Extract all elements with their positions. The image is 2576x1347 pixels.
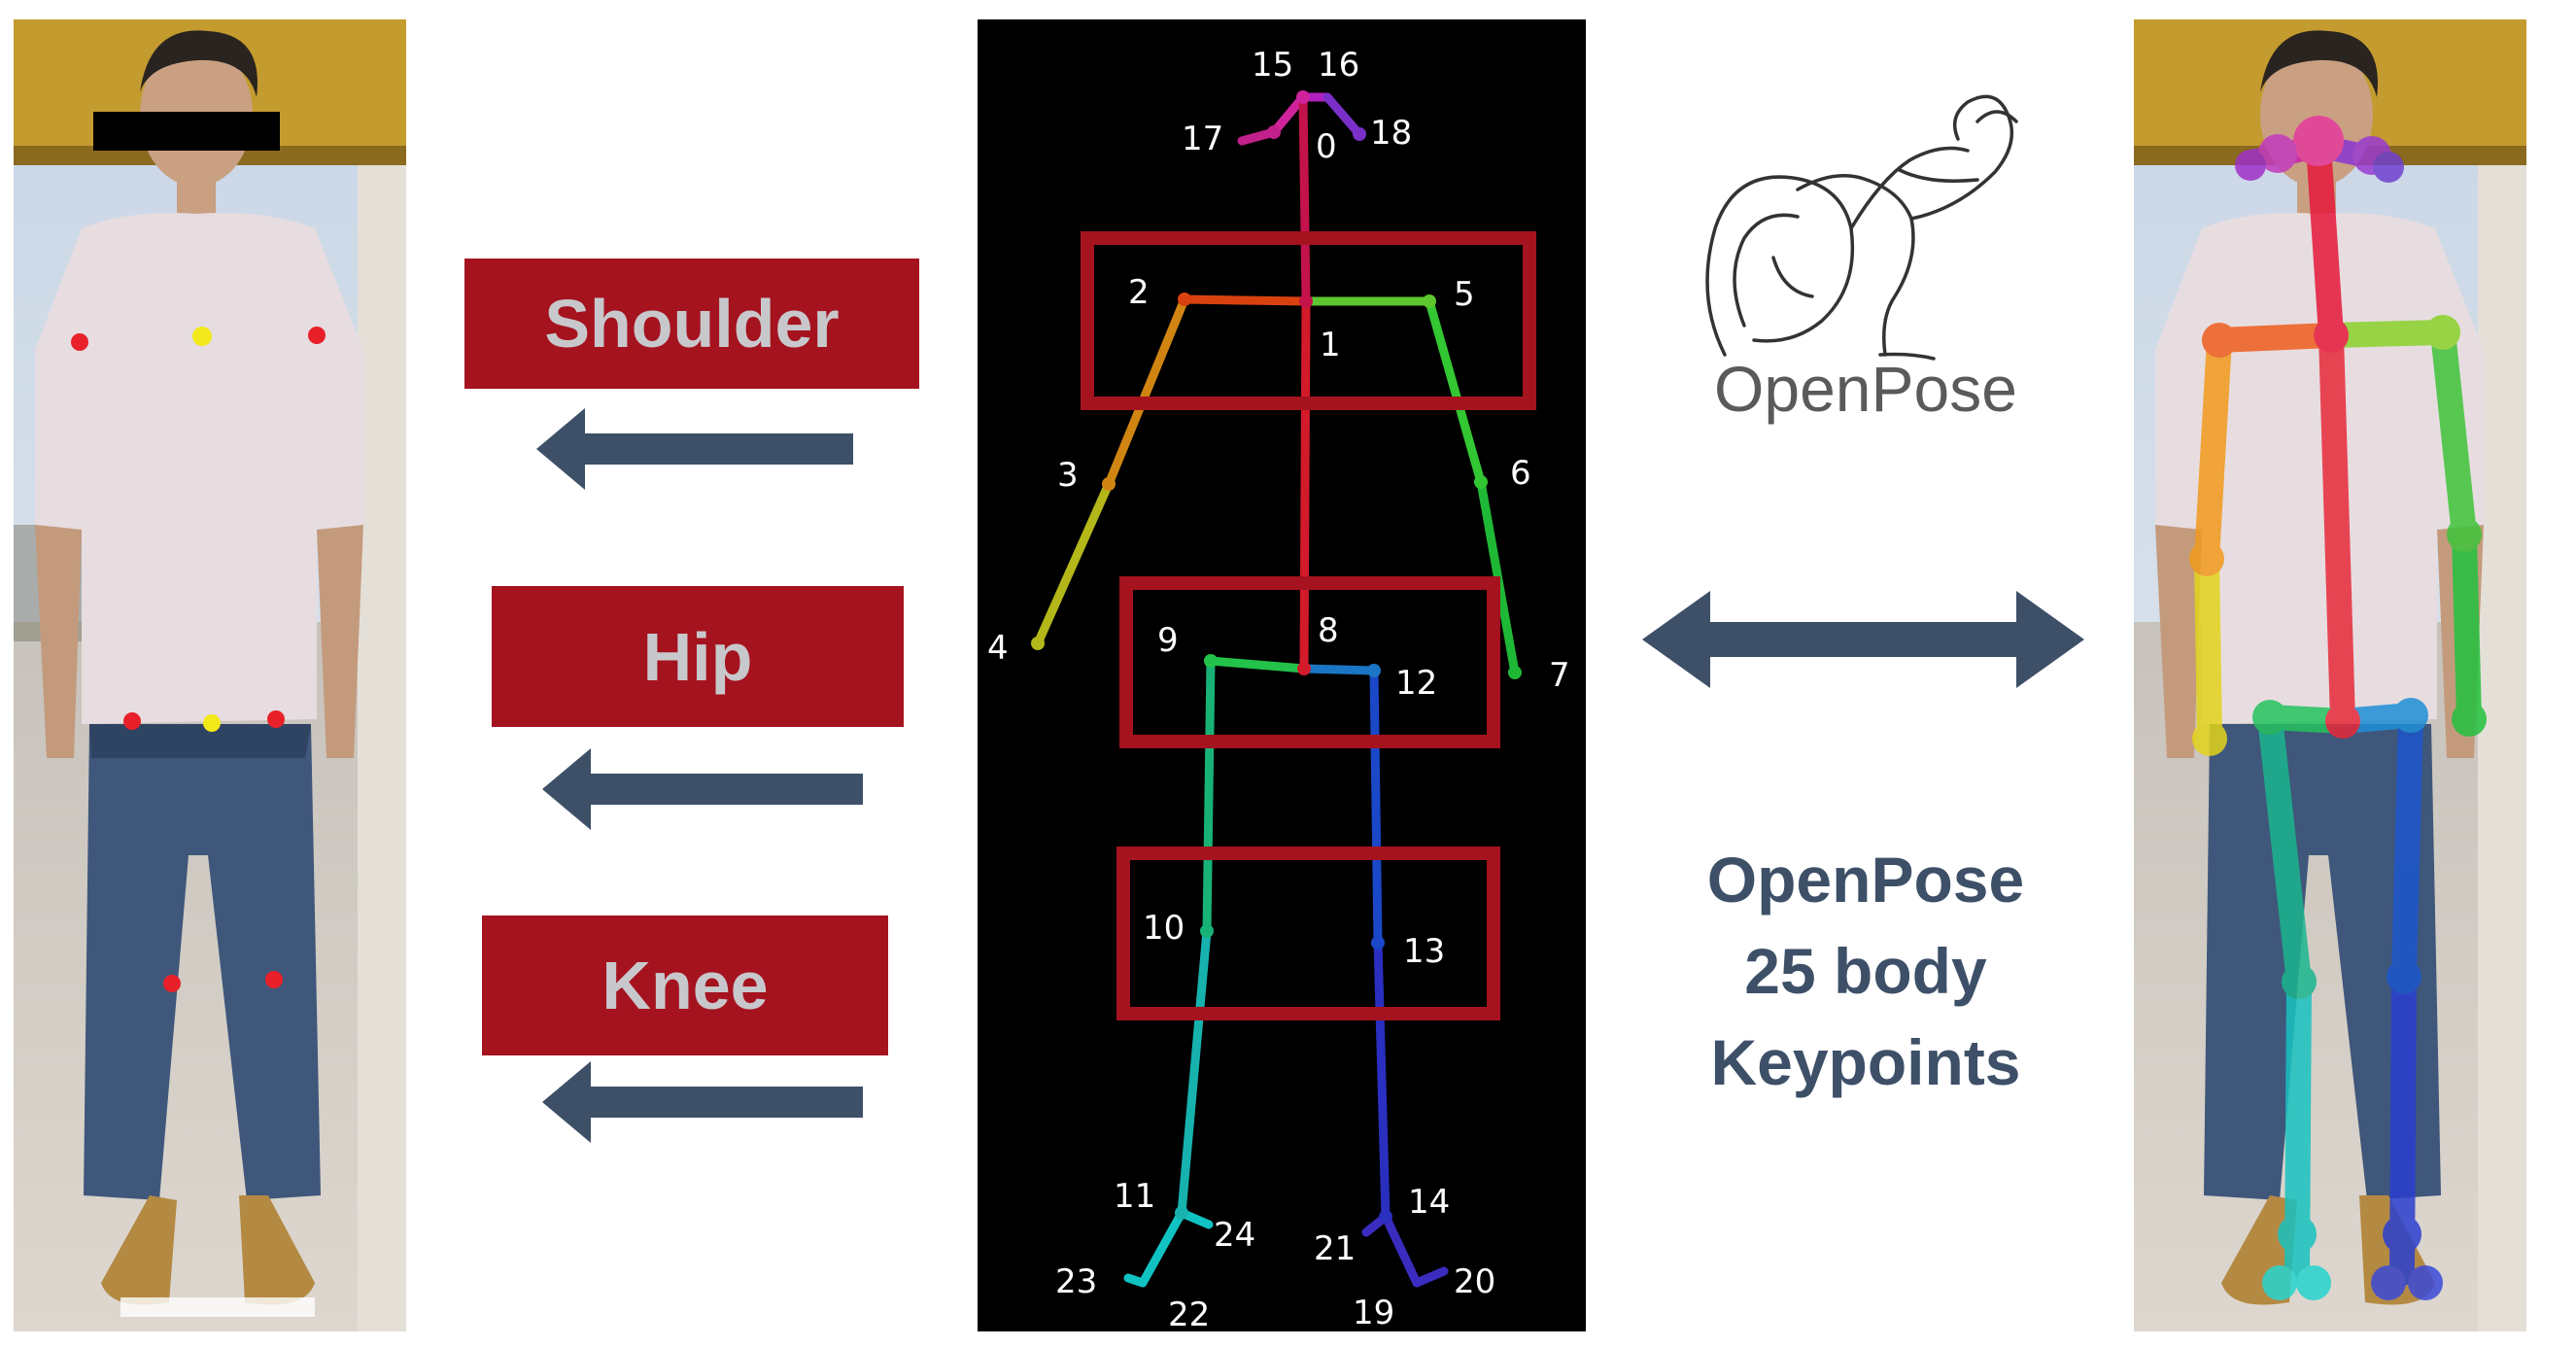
hip-highlight-frame bbox=[1119, 576, 1500, 748]
skeleton-svg: 15 16 17 0 18 2 5 1 3 6 4 7 9 8 12 10 13… bbox=[987, 46, 1570, 1331]
double-arrow-icon bbox=[1642, 591, 2084, 688]
keypoint-label: 24 bbox=[1214, 1216, 1255, 1255]
openpose-logo-icon bbox=[1705, 94, 2018, 361]
keypoint-label: 14 bbox=[1408, 1183, 1450, 1222]
photo-person-openpose-overlay bbox=[2134, 19, 2526, 1331]
shoulder-label: Shoulder bbox=[464, 259, 919, 389]
keypoint-label: 19 bbox=[1353, 1294, 1394, 1331]
keypoint-label: 3 bbox=[1057, 456, 1079, 495]
keypoint-label: 7 bbox=[1549, 656, 1570, 695]
keypoint-label: 2 bbox=[1128, 273, 1150, 312]
keypoint-label: 12 bbox=[1395, 664, 1437, 703]
keypoint-label: 20 bbox=[1454, 1262, 1495, 1301]
keypoint-label: 17 bbox=[1182, 120, 1223, 158]
keypoint-label: 4 bbox=[987, 629, 1009, 668]
left-arrow-icon bbox=[542, 748, 863, 830]
knee-label: Knee bbox=[482, 915, 888, 1055]
keypoint-label: 13 bbox=[1403, 932, 1445, 971]
left-arrow-icon bbox=[536, 408, 853, 490]
knee-highlight-frame bbox=[1116, 846, 1500, 1020]
keypoint-label: 21 bbox=[1314, 1229, 1356, 1268]
keypoint-label: 1 bbox=[1320, 326, 1341, 364]
keypoint-label: 10 bbox=[1143, 909, 1185, 948]
keypoint-label: 22 bbox=[1168, 1295, 1210, 1331]
caption-line: 25 body bbox=[1744, 935, 1987, 1007]
keypoint-label: 15 bbox=[1252, 46, 1293, 85]
keypoint-label: 9 bbox=[1157, 621, 1179, 660]
keypoint-label: 23 bbox=[1055, 1262, 1097, 1301]
photo-person-markers bbox=[14, 19, 406, 1331]
keypoint-label: 5 bbox=[1454, 275, 1475, 314]
openpose-logo-text: OpenPose bbox=[1714, 353, 2017, 425]
keypoint-label: 16 bbox=[1318, 46, 1359, 85]
person-illustration-right bbox=[2134, 19, 2526, 1331]
hip-label: Hip bbox=[492, 586, 904, 727]
keypoint-label: 11 bbox=[1114, 1177, 1155, 1216]
keypoint-label: 0 bbox=[1316, 127, 1337, 166]
keypoint-label: 8 bbox=[1318, 611, 1339, 650]
keypoint-label: 6 bbox=[1510, 454, 1531, 493]
shoulder-highlight-frame bbox=[1081, 231, 1536, 410]
person-illustration-left bbox=[14, 19, 406, 1331]
left-arrow-icon bbox=[542, 1061, 863, 1143]
skeleton-diagram: 15 16 17 0 18 2 5 1 3 6 4 7 9 8 12 10 13… bbox=[978, 19, 1586, 1331]
caption-line: OpenPose bbox=[1706, 844, 2025, 915]
caption: OpenPose 25 body Keypoints bbox=[1632, 834, 2099, 1108]
caption-line: Keypoints bbox=[1710, 1026, 2021, 1098]
keypoint-label: 18 bbox=[1370, 114, 1412, 153]
